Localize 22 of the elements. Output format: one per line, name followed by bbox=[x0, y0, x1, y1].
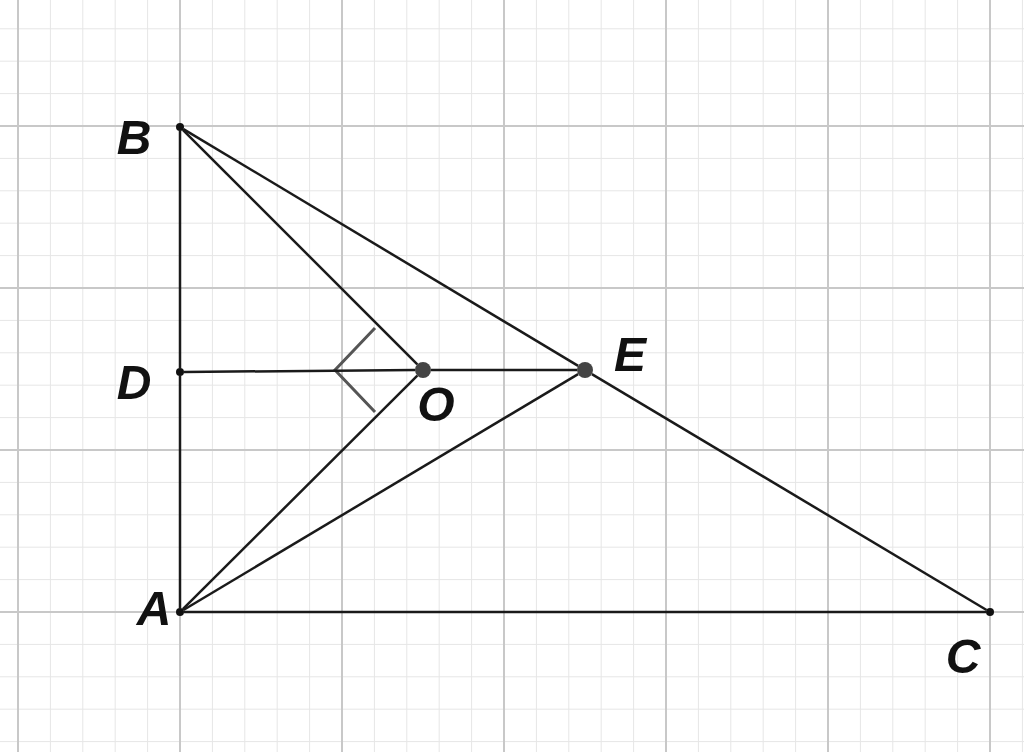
line-segment bbox=[431, 368, 577, 372]
point bbox=[176, 123, 184, 131]
point-label: O bbox=[417, 381, 455, 429]
point-label: B bbox=[116, 114, 152, 162]
point-label: D bbox=[116, 359, 152, 407]
point-label: C bbox=[945, 633, 981, 681]
point bbox=[176, 608, 184, 616]
line-segment bbox=[181, 128, 419, 366]
line-segment bbox=[178, 376, 182, 608]
line-segment bbox=[184, 368, 415, 374]
point bbox=[176, 368, 184, 376]
point-label: E bbox=[614, 331, 646, 379]
line-segment bbox=[178, 131, 182, 368]
point bbox=[986, 608, 994, 616]
line-segment bbox=[182, 128, 579, 367]
point-label: A bbox=[136, 585, 172, 633]
point bbox=[415, 362, 431, 378]
line-segment bbox=[181, 374, 419, 611]
point bbox=[577, 362, 593, 378]
line-segment bbox=[591, 373, 988, 612]
line-segment bbox=[182, 373, 579, 612]
line-segment bbox=[184, 610, 986, 614]
